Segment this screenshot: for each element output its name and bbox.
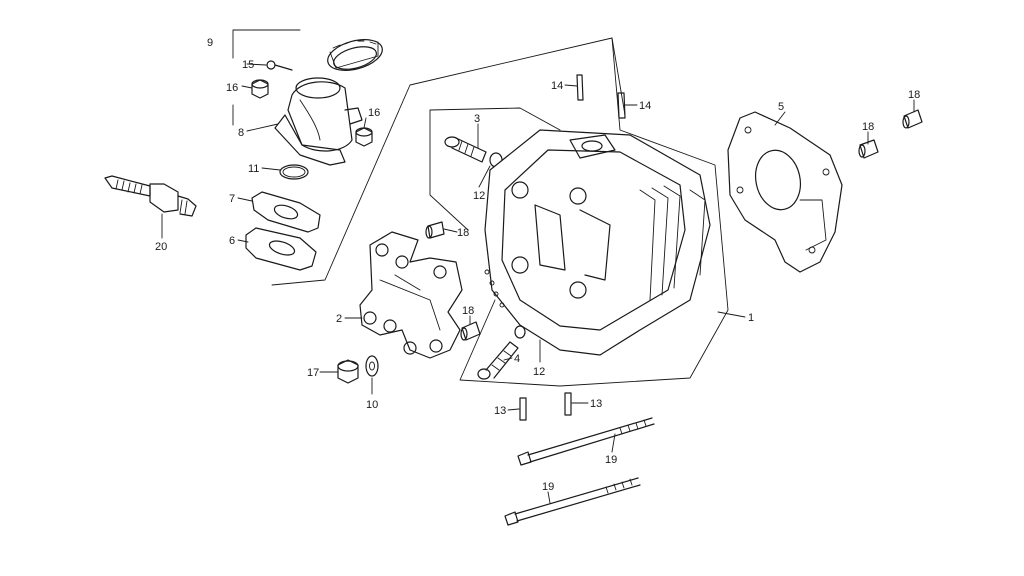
callout-labels: 9 15 16 16 8 11 7 6 20 2 18 18 17 10 3 1… <box>155 37 920 493</box>
callout-19-upper: 19 <box>605 454 617 466</box>
camshaft-holder-part-2 <box>359 231 463 359</box>
dowel-part-14-right <box>617 92 626 119</box>
stud-bolt-part-19-lower <box>504 477 641 526</box>
callout-19-lower: 19 <box>542 481 554 493</box>
dowel-pin-part-18-c <box>858 139 879 159</box>
nut-part-16-lower <box>355 127 373 147</box>
dowel-pin-part-18-b <box>460 321 481 341</box>
callout-1: 1 <box>748 312 754 324</box>
intake-manifold-part-8 <box>274 77 363 166</box>
nut-part-16-upper <box>251 79 269 99</box>
callout-18-c: 18 <box>862 121 874 133</box>
callout-13-left: 13 <box>494 405 506 417</box>
callout-5: 5 <box>778 101 784 113</box>
cylinder-head-part-1 <box>484 129 711 356</box>
callout-8: 8 <box>238 127 244 139</box>
callout-16-lower: 16 <box>368 107 380 119</box>
callout-18-a: 18 <box>457 227 469 239</box>
intake-group-outline <box>232 29 626 286</box>
callout-10: 10 <box>366 399 378 411</box>
bolt-part-3 <box>444 136 487 163</box>
cylinder-gasket-part-5 <box>727 111 843 273</box>
callout-6: 6 <box>229 235 235 247</box>
dowel-pin-part-18-a <box>425 221 445 239</box>
nut-part-17 <box>337 359 359 384</box>
callout-14-left: 14 <box>551 80 563 92</box>
callout-12-upper: 12 <box>473 190 485 202</box>
callout-2: 2 <box>336 313 342 325</box>
callout-18-b: 18 <box>462 305 474 317</box>
callout-3: 3 <box>474 113 480 125</box>
callout-4: 4 <box>514 353 520 365</box>
insulator-part-6 <box>245 227 317 271</box>
callout-20: 20 <box>155 241 167 253</box>
callout-17: 17 <box>307 367 319 379</box>
callout-15: 15 <box>242 59 254 71</box>
callout-14-right: 14 <box>639 100 651 112</box>
stud-bolt-part-19-upper <box>517 417 655 466</box>
callout-11: 11 <box>248 163 259 175</box>
callout-12-lower: 12 <box>533 366 545 378</box>
callout-9: 9 <box>207 37 213 49</box>
screw-part-15 <box>266 60 293 71</box>
callout-16-upper: 16 <box>226 82 238 94</box>
washer-part-10 <box>365 355 379 377</box>
dowel-pin-part-18-d <box>902 109 923 129</box>
intake-collar-part-9 <box>327 39 383 71</box>
dowel-part-14-left <box>576 74 584 101</box>
callout-18-d: 18 <box>908 89 920 101</box>
o-ring-part-11 <box>279 164 309 180</box>
dowel-part-13-right <box>564 392 572 416</box>
o-ring-part-12-lower <box>514 325 526 339</box>
head-group-outline <box>429 37 729 387</box>
gasket-part-7 <box>251 191 321 233</box>
callout-7: 7 <box>229 193 235 205</box>
valve-part-4 <box>477 341 519 380</box>
dowel-part-13-left <box>519 397 527 421</box>
callout-13-right: 13 <box>590 398 602 410</box>
spark-plug-part-20 <box>104 175 197 217</box>
leader-lines <box>161 63 915 504</box>
